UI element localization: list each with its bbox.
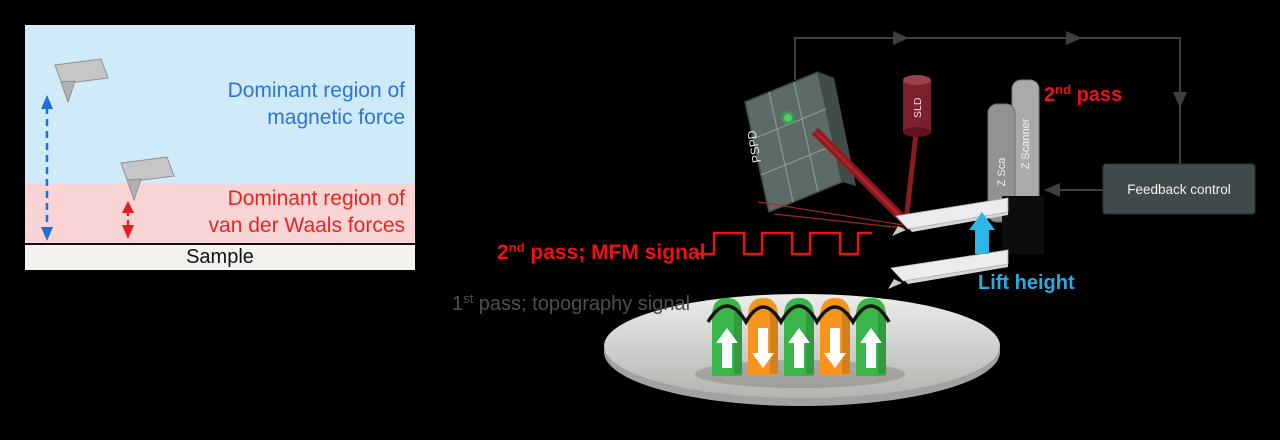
domain-bar-orange bbox=[748, 298, 778, 376]
topography-signal-label: 1st pass; topography signal bbox=[452, 291, 690, 315]
second-pass-label: 2nd pass bbox=[1044, 82, 1122, 106]
sample-label: Sample bbox=[186, 246, 254, 268]
domain-bar-green bbox=[784, 298, 814, 376]
up-arrow-icon bbox=[716, 328, 738, 368]
force-regions-overlay bbox=[41, 58, 175, 241]
domain-bar-green bbox=[712, 298, 742, 376]
domain-bar-orange bbox=[820, 298, 850, 376]
down-arrow-icon bbox=[824, 328, 846, 368]
probe-clamp bbox=[1002, 196, 1044, 254]
pspd-label: PSPD bbox=[744, 129, 764, 164]
magnetic-region-label: Dominant region of magnetic force bbox=[227, 79, 405, 129]
sample-bar: Sample bbox=[25, 243, 415, 270]
probe-tip bbox=[888, 279, 902, 289]
magnetic-force-region bbox=[25, 25, 415, 183]
laser-beams bbox=[757, 127, 919, 229]
probe-tip bbox=[892, 226, 906, 236]
z-scanner-rear-label: Z Scanner bbox=[1020, 118, 1032, 169]
domain-bar-green bbox=[856, 298, 886, 376]
vdw-range-arrow bbox=[122, 201, 134, 239]
sld-label: SLD bbox=[912, 97, 924, 118]
feedback-loop-arrowheads bbox=[893, 31, 1187, 197]
feedback-control-box: Feedback control bbox=[1102, 163, 1256, 215]
up-arrow-icon bbox=[788, 328, 810, 368]
cantilever-first-pass bbox=[888, 249, 1009, 289]
mfm-signal-wave bbox=[697, 231, 872, 256]
magnetic-range-arrow bbox=[41, 95, 53, 241]
feedback-control-label: Feedback control bbox=[1127, 182, 1231, 197]
vdw-region-label: Dominant region of van der Waals forces bbox=[208, 187, 405, 237]
z-scanner-front-label: Z Sca bbox=[996, 157, 1008, 187]
mfm-signal-label: 2nd pass; MFM signal bbox=[497, 240, 705, 264]
pspd-detector: PSPD bbox=[744, 70, 856, 214]
topography-trace bbox=[706, 304, 891, 326]
down-arrow-icon bbox=[752, 328, 774, 368]
vdw-force-region bbox=[25, 183, 415, 243]
diagram-labels: 2nd pass; MFM signal 1st pass; topograph… bbox=[452, 82, 1122, 315]
magnetic-domain-bars bbox=[706, 298, 891, 376]
lift-height-arrow-icon bbox=[969, 212, 995, 254]
z-scanner-assembly: Z Scanner Z Sca bbox=[987, 79, 1044, 254]
lift-height-label: Lift height bbox=[978, 272, 1075, 294]
up-arrow-icon bbox=[860, 328, 882, 368]
laser-spot bbox=[784, 114, 792, 122]
afm-tip-lower-icon bbox=[120, 156, 175, 202]
sld-source: SLD bbox=[903, 75, 931, 137]
afm-tip-upper-icon bbox=[54, 58, 109, 104]
force-regions-panel: Sample bbox=[25, 25, 415, 270]
